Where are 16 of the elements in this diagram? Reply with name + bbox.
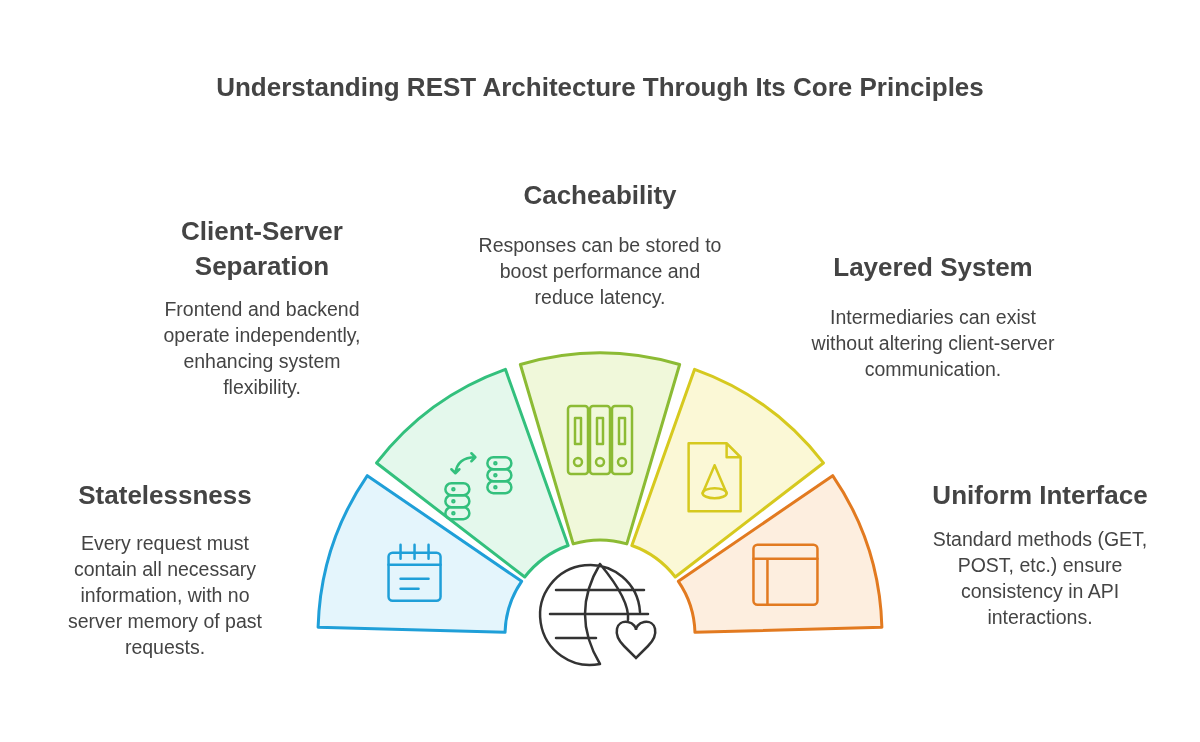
fan-segment [375,367,570,579]
fan-segment [518,351,682,546]
fan-segment [676,474,884,634]
principle-heading: Cacheability [522,179,678,212]
principle-heading: Uniform Interface [931,479,1149,512]
fan-segment [630,367,825,579]
principle-description: Frontend and backend operate independently, enhancing system flexibility. [162,297,362,400]
principle-heading: Layered System [832,251,1034,284]
principle-heading: Client-Server Separation [180,215,344,283]
principle-description: Intermediaries can exist without altering client-server communication. [810,305,1056,382]
diagram-title: Understanding REST Architecture Through Its Core Principles [215,72,985,103]
principle-description: Every request must contain all necessary information, with no server memory of past requests. [67,531,263,660]
principle-heading: Statelessness [77,479,253,512]
fan-segment [316,474,524,634]
principle-description: Responses can be stored to boost performance and reduce latency. [477,233,723,310]
principle-description: Standard methods (GET, POST, etc.) ensure consistency in API interactions. [931,527,1149,630]
